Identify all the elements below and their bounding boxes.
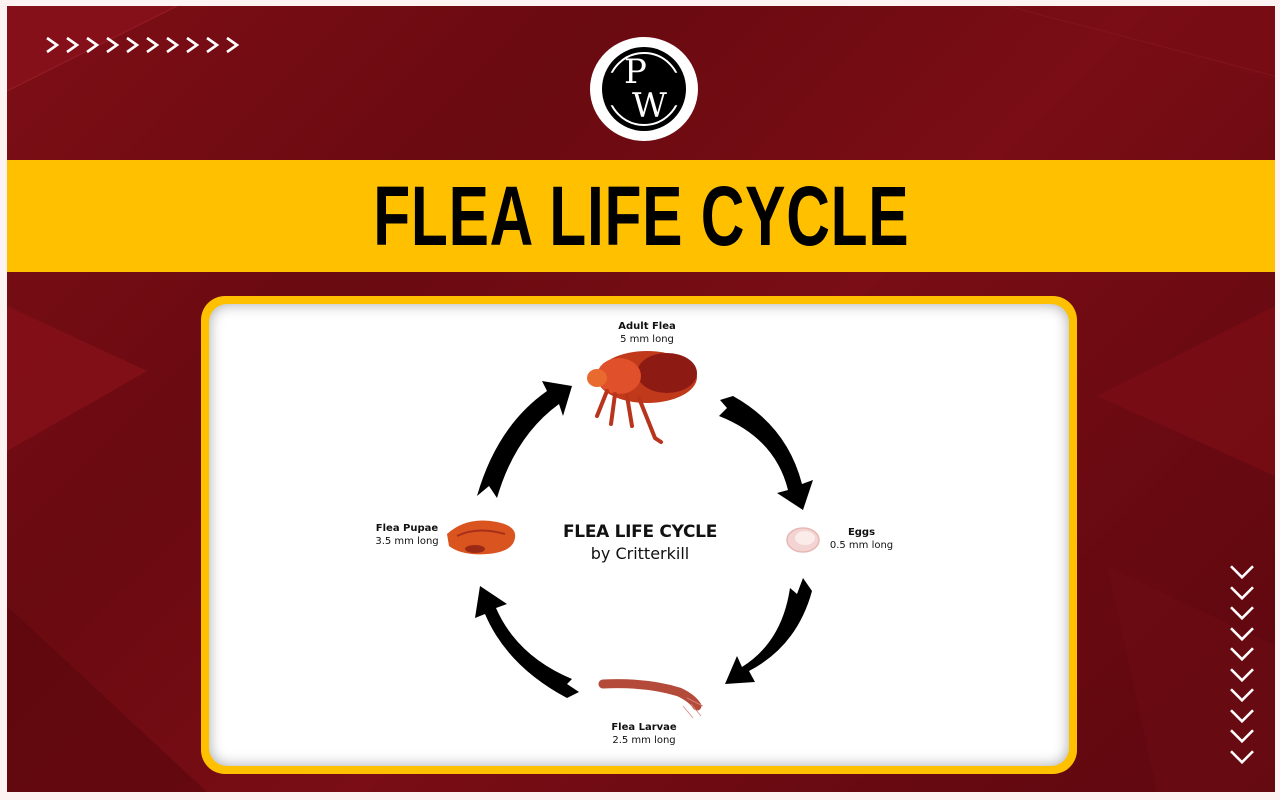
chevron-down-icon: [1230, 565, 1254, 580]
stage-size: 5 mm long: [620, 334, 674, 345]
chevron-right-icon: [166, 36, 180, 54]
chevron-right-icon: [146, 36, 160, 54]
stage-label-pupae: Flea Pupae 3.5 mm long: [362, 522, 452, 548]
chevron-right-icon: [186, 36, 200, 54]
page-title: FLEA LIFE CYCLE: [372, 169, 910, 263]
stage-name: Flea Pupae: [375, 523, 439, 534]
chevron-right-icon: [66, 36, 80, 54]
stage-label-eggs: Eggs 0.5 mm long: [819, 526, 904, 552]
diagram-subtitle: by Critterkill: [590, 544, 690, 563]
chevron-right-icon: [46, 36, 60, 54]
chevron-down-icon: [1230, 647, 1254, 662]
background-facets: [7, 6, 1275, 792]
chevron-down-icon: [1230, 606, 1254, 621]
stage-name: Adult Flea: [618, 321, 676, 332]
decor-chevrons-right: [44, 35, 244, 55]
chevron-down-icon: [1230, 729, 1254, 744]
stage-label-larvae: Flea Larvae 2.5 mm long: [599, 721, 689, 747]
chevron-right-icon: [226, 36, 240, 54]
chevron-right-icon: [86, 36, 100, 54]
logo-letter-w: W: [632, 86, 667, 126]
chevron-down-icon: [1230, 749, 1254, 764]
chevron-right-icon: [126, 36, 140, 54]
stage-label-adult: Adult Flea 5 mm long: [597, 320, 697, 346]
chevron-down-icon: [1230, 667, 1254, 682]
decor-chevrons-down: [1229, 562, 1255, 767]
stage-size: 2.5 mm long: [612, 735, 676, 746]
page-canvas: P W FLEA LIFE CYCLE: [7, 6, 1275, 792]
diagram-center-title: FLEA LIFE CYCLE by Critterkill: [540, 521, 740, 565]
pw-logo: P W: [590, 37, 698, 141]
chevron-right-icon: [106, 36, 120, 54]
chevron-down-icon: [1230, 688, 1254, 703]
diagram-title: FLEA LIFE CYCLE: [562, 522, 718, 542]
stage-name: Eggs: [847, 527, 876, 538]
title-band: FLEA LIFE CYCLE: [7, 160, 1275, 272]
chevron-down-icon: [1230, 708, 1254, 723]
logo-letter-p: P: [624, 52, 647, 92]
stage-size: 0.5 mm long: [829, 540, 894, 551]
stage-size: 3.5 mm long: [375, 536, 439, 547]
stage-name: Flea Larvae: [611, 722, 677, 733]
logo-badge: P W: [602, 47, 686, 131]
chevron-down-icon: [1230, 626, 1254, 641]
chevron-down-icon: [1230, 585, 1254, 600]
chevron-right-icon: [206, 36, 220, 54]
